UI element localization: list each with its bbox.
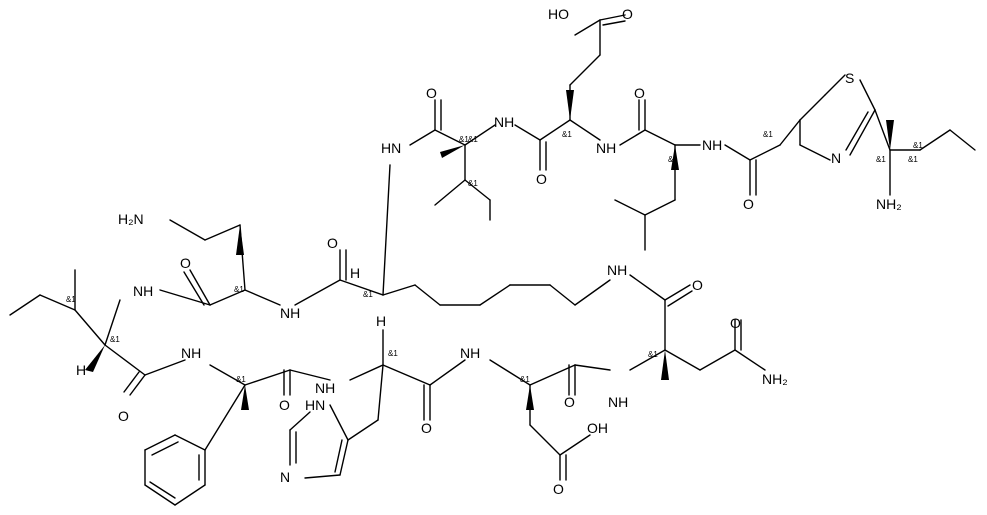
atom-h-lys: H: [350, 265, 360, 281]
atom-nh-orn-ile: NH: [133, 283, 153, 299]
atom-o-lys: O: [327, 235, 338, 251]
atom-o-asn-side: O: [730, 315, 741, 331]
atom-h-his: H: [376, 313, 386, 329]
stereo-label: &1: [363, 290, 373, 299]
atom-s-thz: S: [845, 70, 854, 86]
stereo-label: &1: [468, 179, 478, 188]
stereo-label: &1: [520, 375, 530, 384]
atom-h-ile2: H: [76, 362, 86, 378]
atom-o-asp: O: [564, 394, 575, 410]
atom-nh2-asn: NH₂: [762, 371, 788, 387]
atom-h2n-orn: H₂N: [118, 211, 144, 227]
atom-nh-asn: NH: [608, 394, 628, 410]
atom-oh-asp: OH: [587, 420, 608, 436]
atom-nh-leu: NH: [596, 140, 616, 156]
atom-nh-thz: NH: [702, 137, 722, 153]
atom-n-imid: N: [280, 469, 290, 485]
stereo-label: &1: [468, 135, 478, 144]
stereo-label: &1: [668, 155, 678, 164]
atom-nh-asp: NH: [460, 345, 480, 361]
atom-o-phe: O: [279, 397, 290, 413]
stereo-label: &1: [110, 335, 120, 344]
atom-nh-glu: NH: [494, 114, 514, 130]
stereo-label: &1: [459, 135, 469, 144]
atom-n-thz: N: [831, 150, 841, 166]
stereo-label: &1: [234, 285, 244, 294]
stereo-wedges: [85, 90, 894, 410]
atom-nh-lys-asn: NH: [607, 262, 627, 278]
atom-o-lys-side: O: [692, 277, 703, 293]
stereo-label: &1: [648, 350, 658, 359]
stereo-labels: &1 &1 &1 &1 &1 &1 &1 &1 &1 &1 &1 &1 &1 &…: [66, 130, 923, 384]
atom-o-ile1: O: [426, 85, 437, 101]
stereo-label: &1: [562, 130, 572, 139]
atom-o-thz: O: [743, 196, 754, 212]
stereo-label: &1: [913, 141, 923, 150]
atom-ho-top: HO: [548, 6, 569, 22]
atom-hn-imid: HN: [305, 397, 325, 413]
atom-o-leu: O: [634, 85, 645, 101]
atom-o-orn: O: [180, 255, 191, 271]
atom-labels: HO O O HN NH O NH O NH S N O NH₂ H₂N O N…: [76, 6, 902, 497]
stereo-label: &1: [763, 130, 773, 139]
stereo-label: &1: [388, 349, 398, 358]
stereo-label: &1: [236, 375, 246, 384]
stereo-label: &1: [908, 155, 918, 164]
atom-nh2-top: NH₂: [876, 196, 902, 212]
atom-nh-his: NH: [315, 380, 335, 396]
bond-skeleton: [9, 14, 976, 506]
atom-o-asp-acid: O: [553, 481, 564, 497]
atom-nh-phe: NH: [181, 345, 201, 361]
atom-o-top-acid: O: [622, 6, 633, 22]
atom-nh-lys-orn: NH: [280, 305, 300, 321]
atom-hn-ile1: HN: [381, 140, 401, 156]
stereo-label: &1: [66, 295, 76, 304]
stereo-label: &1: [876, 155, 886, 164]
atom-o-glu: O: [536, 171, 547, 187]
atom-o-his: O: [421, 420, 432, 436]
atom-o-ile2: O: [118, 408, 129, 424]
